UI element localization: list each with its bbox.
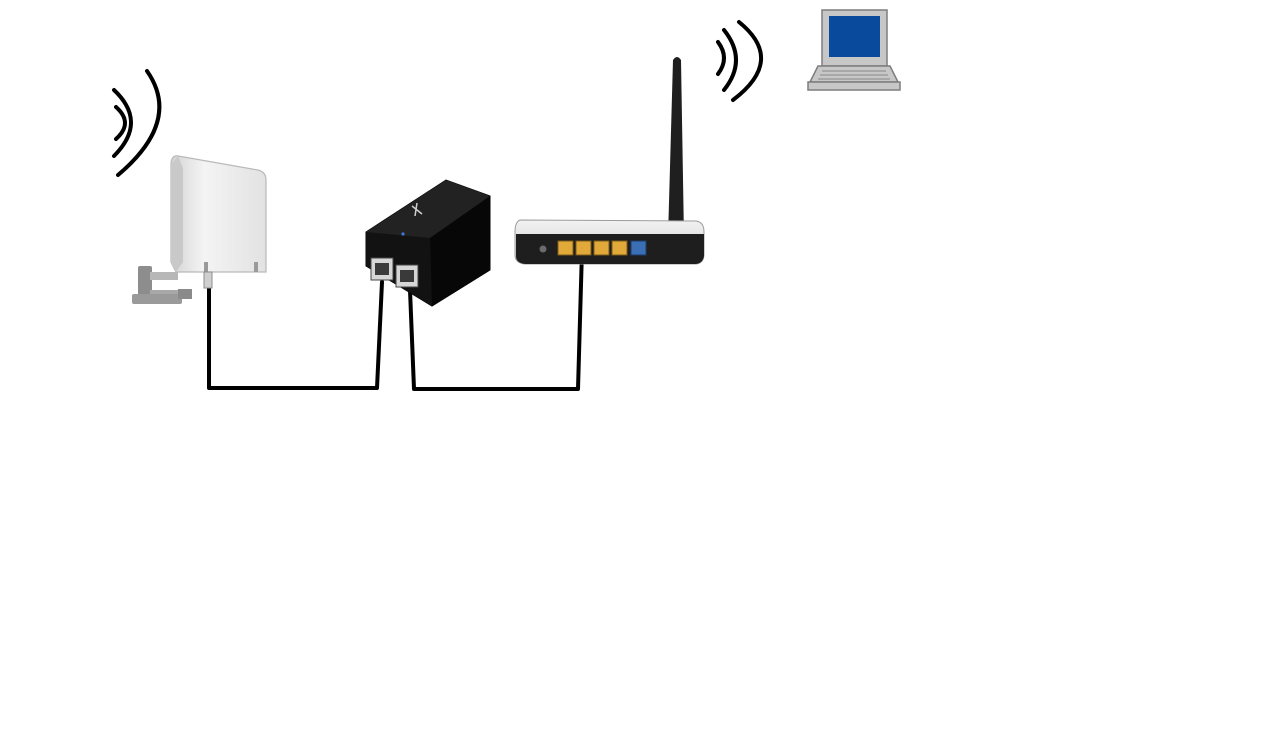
outdoor-antenna-icon bbox=[132, 155, 267, 304]
cable-antenna-to-poe bbox=[207, 280, 384, 390]
outdoor-antenna bbox=[112, 69, 267, 304]
laptop-icon bbox=[807, 9, 901, 91]
wifi-signal-icon bbox=[112, 69, 162, 177]
poe-adapter bbox=[365, 179, 491, 307]
laptop bbox=[716, 9, 901, 102]
wifi-signal-icon bbox=[716, 20, 764, 102]
wifi-router bbox=[514, 57, 705, 265]
router-icon bbox=[514, 57, 705, 265]
poe-injector-icon bbox=[365, 179, 491, 307]
ethernet-cables bbox=[207, 248, 584, 391]
cable-poe-to-router bbox=[408, 248, 584, 391]
